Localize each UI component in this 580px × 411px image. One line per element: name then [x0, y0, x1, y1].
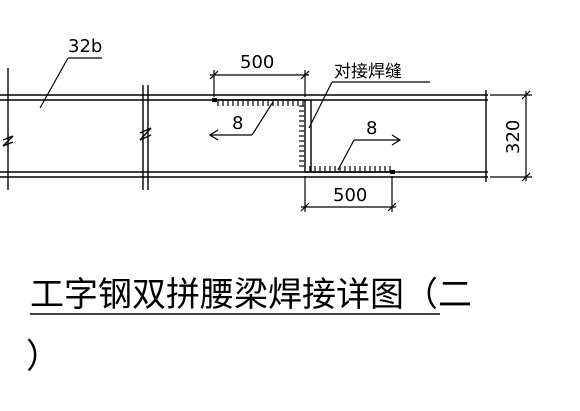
- dim-height-tick-top: [521, 90, 531, 100]
- weld-right-leader: [337, 139, 355, 171]
- dimension-height: [490, 90, 532, 182]
- dim-bottom-value: 500: [333, 185, 367, 206]
- weld-hatch-bottom: [309, 166, 391, 171]
- dimension-bottom: [300, 176, 397, 212]
- weld-hatch-top: [217, 101, 304, 106]
- dim-bottom-tick-right: [387, 202, 397, 212]
- dim-bottom-tick-left: [300, 202, 310, 212]
- butt-weld-joint: [214, 99, 392, 173]
- dimension-top: [209, 70, 310, 97]
- butt-weld-label: 对接焊缝: [334, 62, 402, 82]
- weld-size-left: 8: [232, 113, 243, 134]
- title-line-2: ）: [26, 337, 60, 377]
- beam-outline: [0, 68, 488, 190]
- section-label: 32b: [68, 36, 102, 57]
- dim-top-tick-left: [209, 70, 219, 80]
- weld-arrow-left: [208, 101, 274, 141]
- dim-top-value: 500: [240, 52, 274, 73]
- weld-right-arrowhead: [391, 134, 402, 146]
- weld-hatch-web: [299, 105, 304, 167]
- dim-height-tick-bottom: [521, 172, 531, 182]
- weld-left-arrowhead: [208, 129, 219, 141]
- weld-end-marker-right: [390, 170, 395, 174]
- butt-weld-leader: [308, 81, 430, 129]
- middle-break-symbol: [139, 127, 152, 141]
- section-label-leader: [39, 57, 102, 109]
- section-leader-line: [39, 57, 69, 109]
- weld-end-marker-left: [212, 98, 217, 102]
- left-break-symbol: [2, 135, 14, 147]
- butt-weld-leader-line: [308, 81, 333, 129]
- weld-arrow-right: [337, 134, 402, 171]
- weld-size-right: 8: [366, 118, 377, 139]
- dim-top-tick-right: [300, 70, 310, 80]
- weld-left-leader: [251, 101, 274, 136]
- title-line-1: 工字钢双拼腰梁焊接详图（二: [30, 275, 472, 315]
- dim-height-value: 320: [503, 120, 524, 154]
